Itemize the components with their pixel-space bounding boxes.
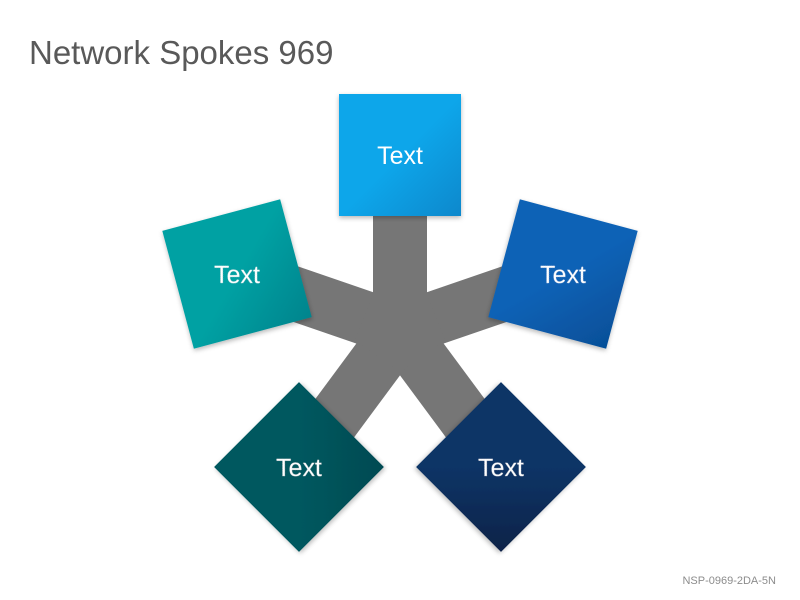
node-right-label: Text bbox=[540, 261, 586, 289]
node-right-box bbox=[488, 199, 638, 349]
node-top-box bbox=[339, 94, 461, 216]
slide-code: NSP-0969-2DA-5N bbox=[682, 575, 776, 587]
node-left[interactable]: Text bbox=[162, 199, 312, 349]
node-top[interactable]: Text bbox=[339, 94, 461, 216]
node-left-box bbox=[162, 199, 312, 349]
page-title: Network Spokes 969 bbox=[29, 34, 334, 71]
hub-center bbox=[355, 290, 445, 372]
node-left-label: Text bbox=[214, 261, 260, 289]
node-right[interactable]: Text bbox=[488, 199, 638, 349]
node-bottom-left-label: Text bbox=[276, 454, 322, 482]
node-top-label: Text bbox=[377, 142, 423, 170]
node-bottom-right-label: Text bbox=[478, 454, 524, 482]
